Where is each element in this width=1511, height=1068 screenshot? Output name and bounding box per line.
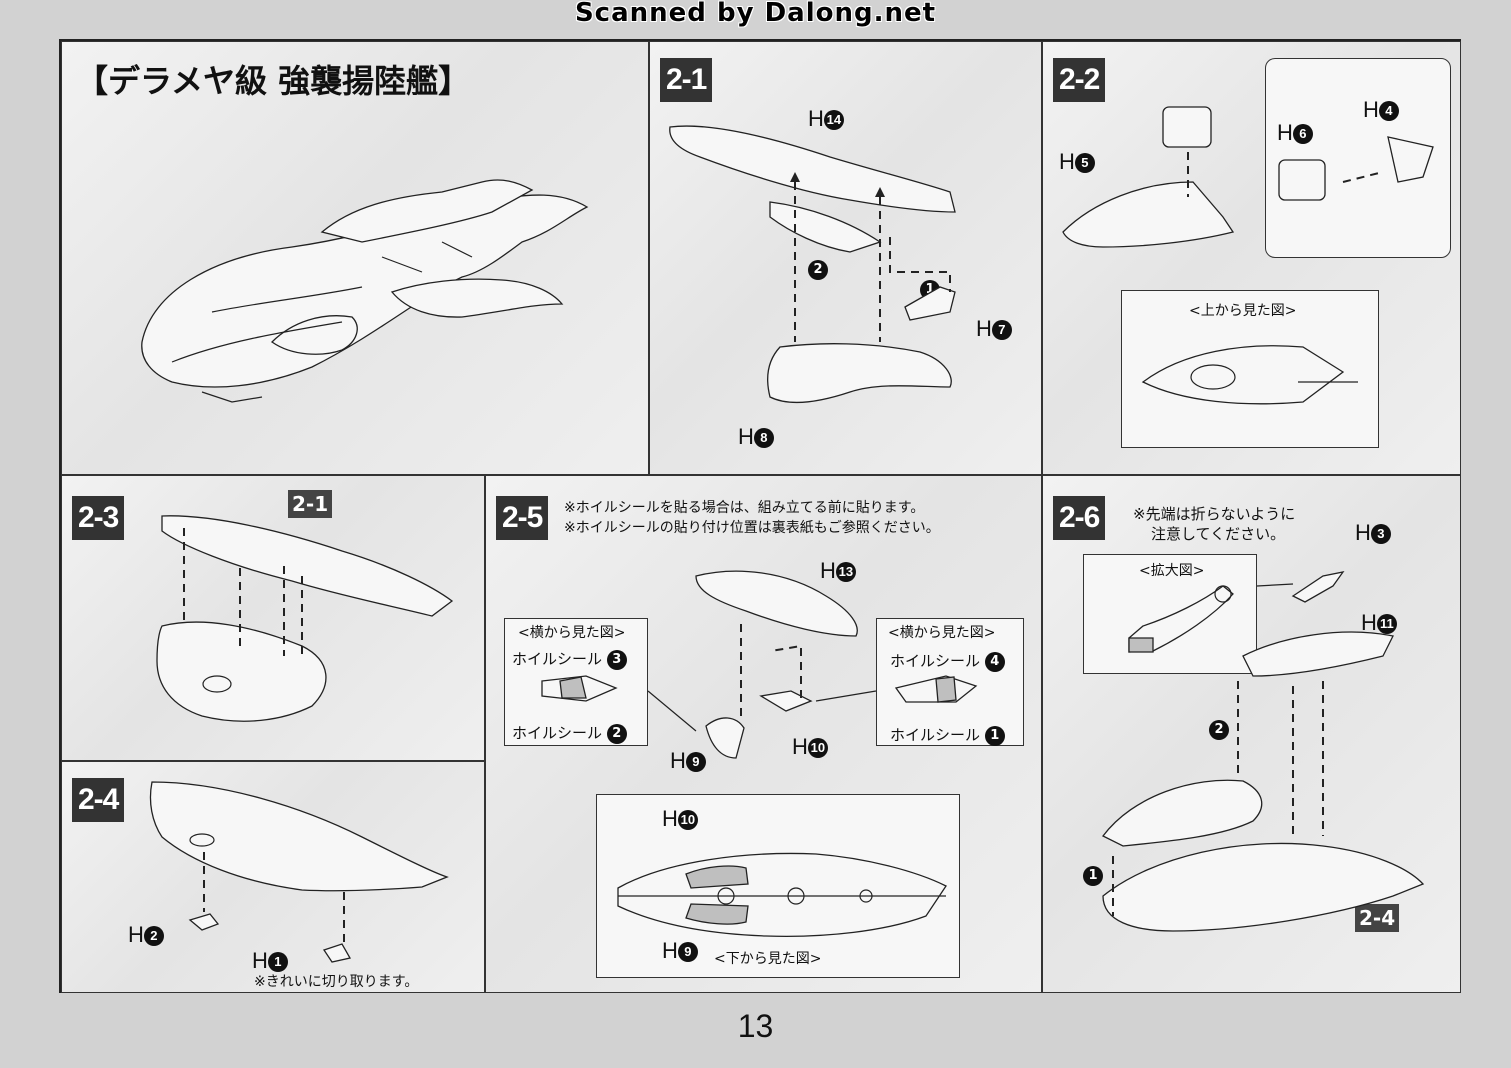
step-number: 2-5 xyxy=(496,496,549,540)
foil-number-badge: 3 xyxy=(606,649,627,670)
step-number: 2-6 xyxy=(1053,496,1106,540)
cut-note: ※きれいに切り取ります。 xyxy=(254,974,419,990)
top-view-title: <上から見た図> xyxy=(1189,303,1297,319)
part-number-badge: 3 xyxy=(1370,524,1391,545)
foil-text: ホイルシール xyxy=(890,652,981,670)
part-number-badge: 14 xyxy=(823,110,844,131)
foil-label-3: ホイルシール 3 xyxy=(512,648,627,670)
part-number-badge: 11 xyxy=(1376,614,1397,635)
tip-note-2: 注意してください。 xyxy=(1151,525,1286,543)
side-view-left-title: <横から見た図> xyxy=(518,625,626,641)
step-number: 2-2 xyxy=(1053,58,1106,102)
foil-number-badge: 1 xyxy=(984,725,1005,746)
part-letter: H xyxy=(1363,97,1379,122)
part-number-badge: 1 xyxy=(267,952,288,973)
part-number-badge: 2 xyxy=(143,926,164,947)
step-number: 2-1 xyxy=(660,58,713,102)
part-letter: H xyxy=(976,316,992,341)
reference-badge: 2-4 xyxy=(1355,904,1400,932)
part-number-badge: 9 xyxy=(677,942,698,963)
foil-number-badge: 4 xyxy=(984,651,1005,672)
ship-illustration xyxy=(141,179,589,403)
part-number-badge: 10 xyxy=(807,738,828,759)
part-letter: H xyxy=(1059,149,1075,174)
foil-note-1: ※ホイルシールを貼る場合は、組み立てる前に貼ります。 xyxy=(564,500,925,516)
tip-note-1: ※先端は折らないように xyxy=(1133,505,1296,523)
part-letter: H xyxy=(808,106,824,131)
part-number-badge: 8 xyxy=(753,428,774,449)
side-view-right-title: <横から見た図> xyxy=(888,625,996,641)
part-number-badge: 9 xyxy=(685,752,706,773)
foil-label-1: ホイルシール 1 xyxy=(890,724,1005,746)
part-number-badge: 6 xyxy=(1292,124,1313,145)
step-number: 2-4 xyxy=(72,778,125,822)
foil-note-2: ※ホイルシールの貼り付け位置は裏表紙もご参照ください。 xyxy=(564,520,940,536)
part-number-badge: 4 xyxy=(1378,101,1399,122)
panel-step-2-3: 2-3 2-1 xyxy=(61,475,485,761)
foil-label-2: ホイルシール 2 xyxy=(512,722,627,744)
foil-label-4: ホイルシール 4 xyxy=(890,650,1005,672)
zoom-view-box xyxy=(1083,554,1257,674)
panel-step-2-5: 2-5 ※ホイルシールを貼る場合は、組み立てる前に貼ります。 ※ホイルシールの貼… xyxy=(485,475,1042,993)
step-2-6-diagram xyxy=(1102,571,1425,932)
part-letter: H xyxy=(1277,120,1293,145)
foil-text: ホイルシール xyxy=(890,726,981,744)
scanned-by-header: Scanned by Dalong.net xyxy=(574,0,937,28)
part-number-badge: 7 xyxy=(991,320,1012,341)
order-badge-2: 2 xyxy=(1209,720,1229,740)
foil-text: ホイルシール xyxy=(512,650,603,668)
step-2-5-diagram xyxy=(541,570,978,937)
part-number-badge: 13 xyxy=(835,562,856,583)
panel-title: 【デラメヤ級 強襲揚陸艦】 xyxy=(61,41,649,475)
zoom-view-title: <拡大図> xyxy=(1139,563,1205,579)
part-letter: H xyxy=(738,424,754,449)
step-number: 2-3 xyxy=(72,496,125,540)
step-2-4-diagram xyxy=(149,781,449,963)
step-2-3-diagram xyxy=(156,515,454,722)
bottom-view-title: <下から見た図> xyxy=(714,951,822,967)
foil-text: ホイルシール xyxy=(512,724,603,742)
page-number: 13 xyxy=(737,1008,774,1044)
order-badge-1: 1 xyxy=(1083,866,1103,886)
part-number-badge: 10 xyxy=(677,810,698,831)
step-2-2-diagram xyxy=(1062,106,1434,405)
reference-badge: 2-1 xyxy=(288,490,333,518)
foil-number-badge: 2 xyxy=(606,723,627,744)
step-2-1-diagram xyxy=(669,125,956,404)
page-title: 【デラメヤ級 強襲揚陸艦】 xyxy=(76,62,471,100)
part-number-badge: 5 xyxy=(1074,153,1095,174)
order-badge-2: 2 xyxy=(808,260,828,280)
